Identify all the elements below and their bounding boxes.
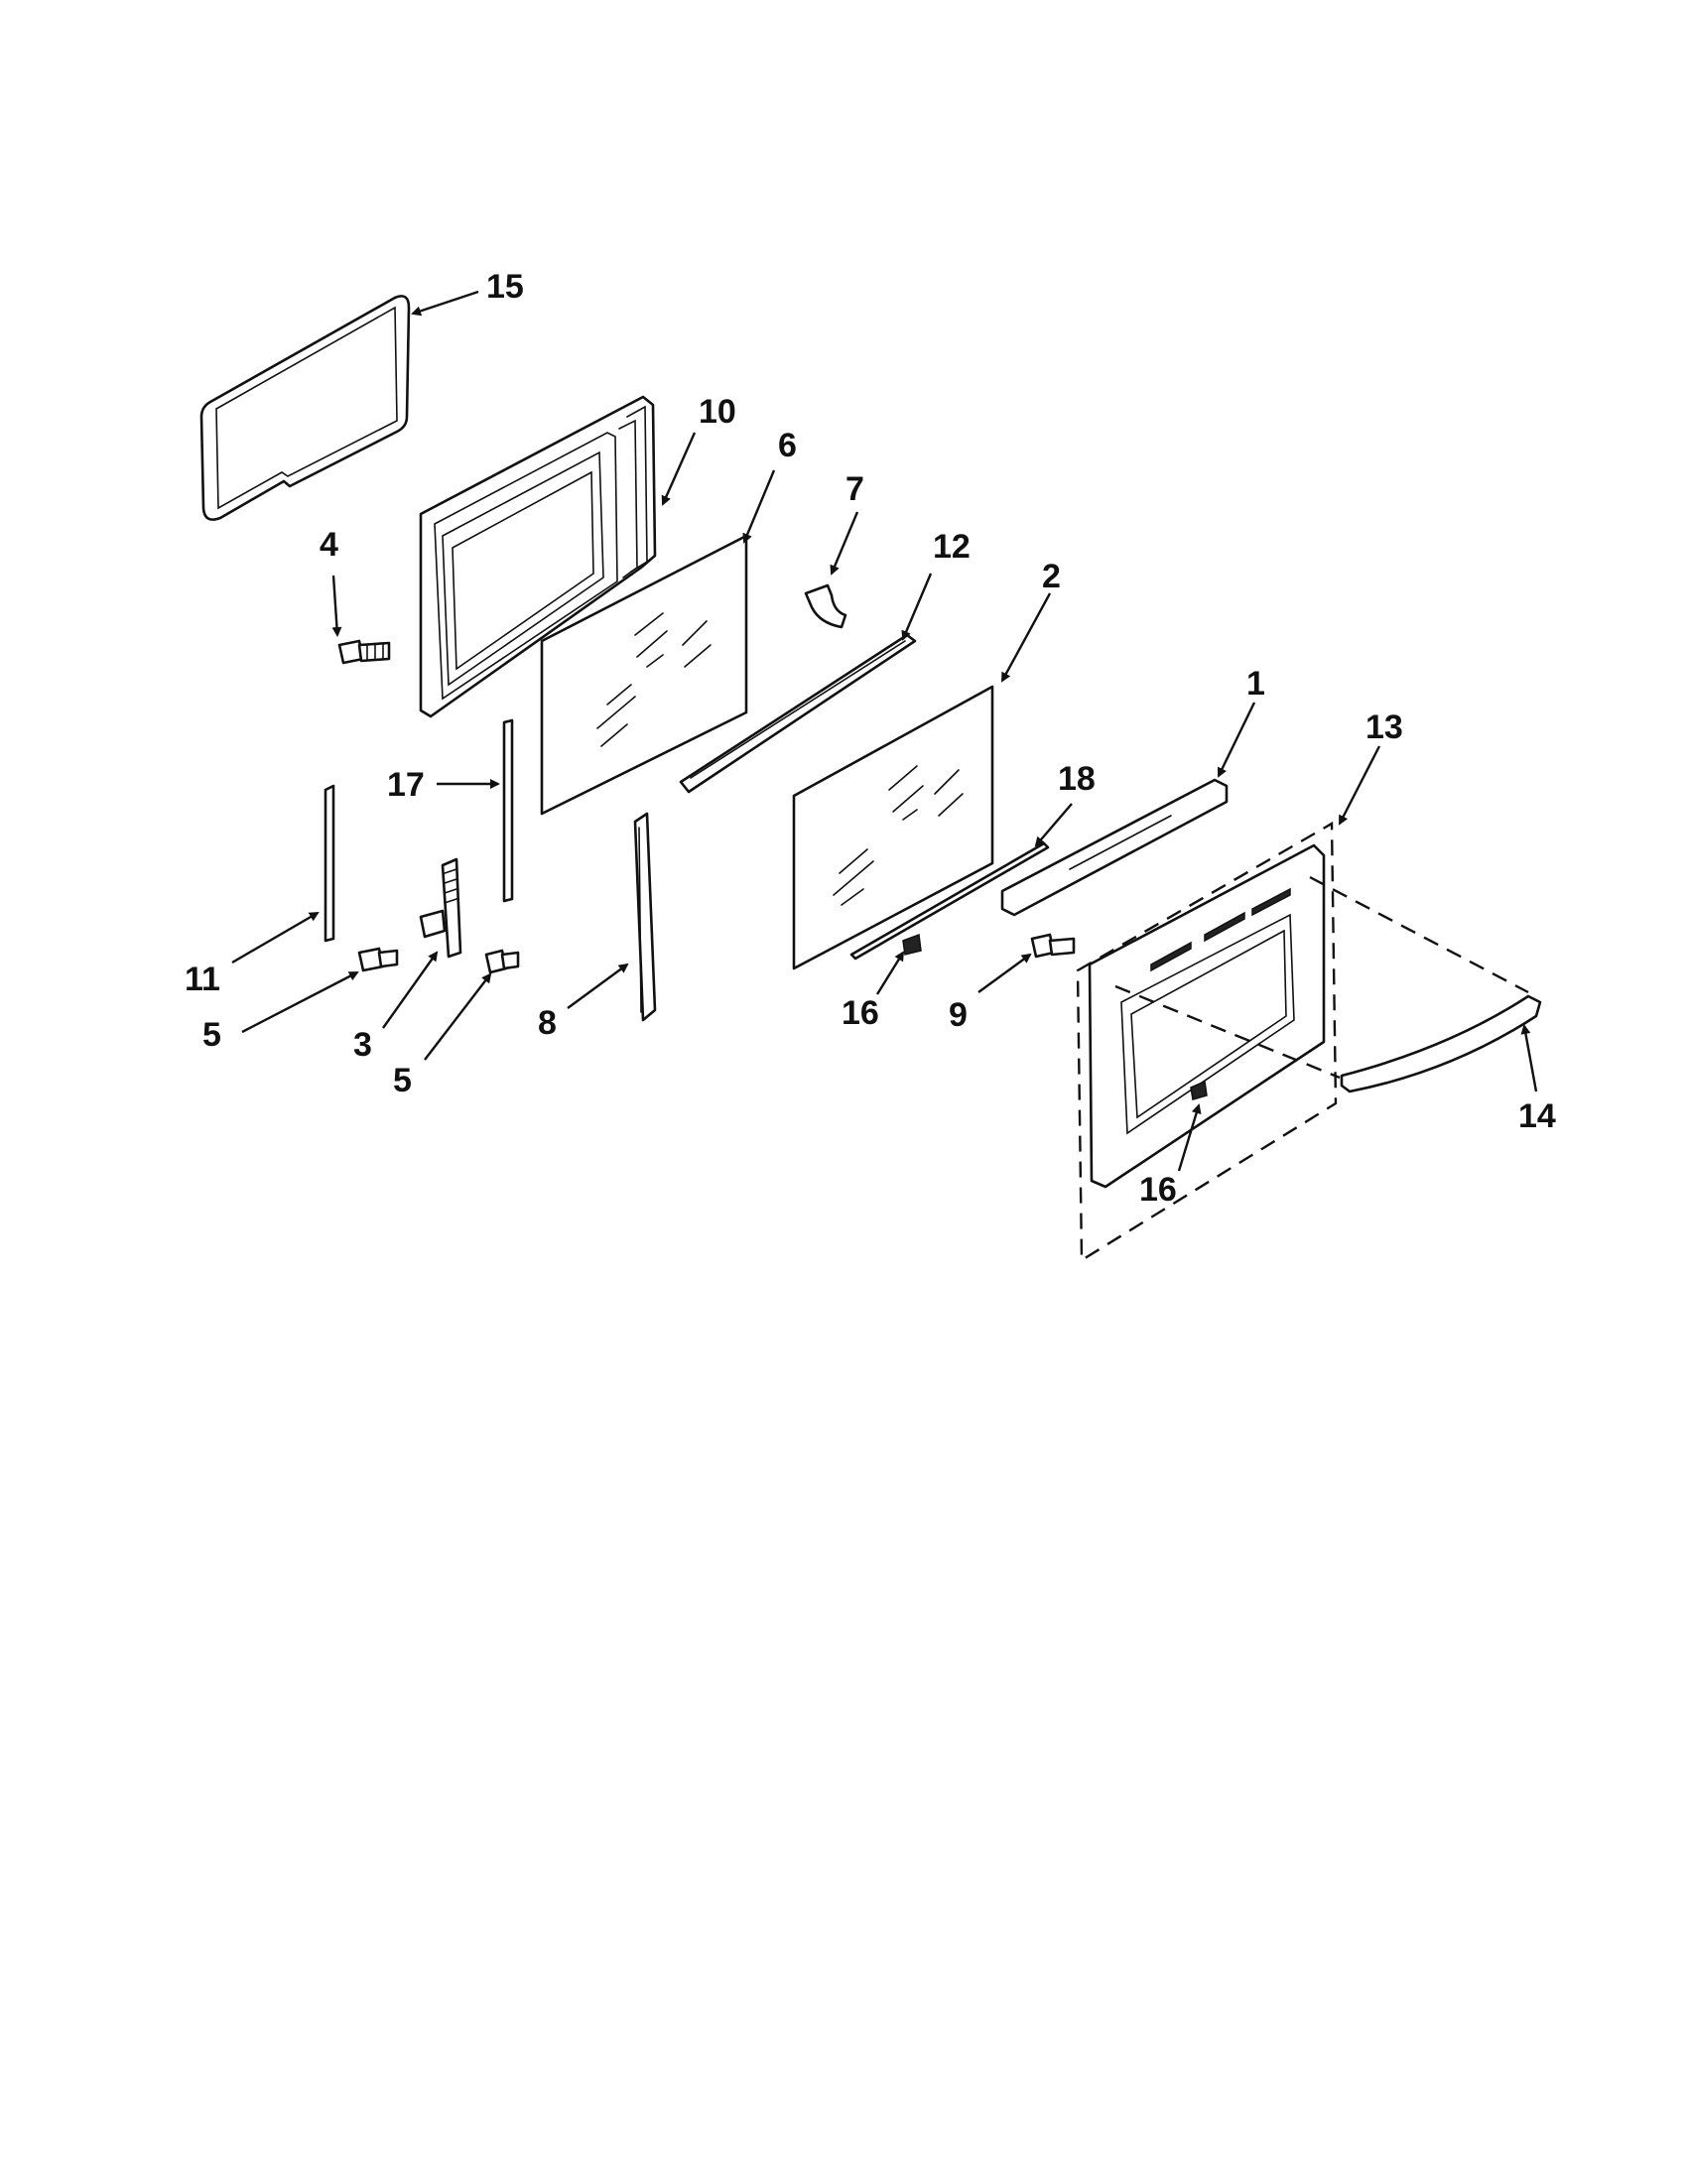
glass-clip xyxy=(804,583,847,629)
callout-18: 18 xyxy=(1058,760,1096,798)
callout-16-right: 16 xyxy=(1139,1171,1177,1209)
callout-2: 2 xyxy=(1042,558,1061,595)
callout-1: 1 xyxy=(1246,665,1265,703)
inner-door-panel xyxy=(419,395,657,718)
screw-5-right xyxy=(484,949,520,974)
glass-channel xyxy=(679,633,917,794)
screw-9 xyxy=(1030,933,1076,959)
hinge-bracket-strip xyxy=(324,784,335,943)
door-gasket xyxy=(199,295,411,521)
callout-15: 15 xyxy=(486,268,524,306)
leader-lines xyxy=(231,290,1538,1172)
glass-seal-strip xyxy=(849,841,1050,961)
outer-door-frame xyxy=(1088,843,1326,1189)
callout-4: 4 xyxy=(320,526,338,564)
glass-panel-inner xyxy=(540,534,748,816)
door-handle xyxy=(1340,994,1542,1093)
callout-5-right: 5 xyxy=(393,1062,412,1099)
assembly-box xyxy=(1076,821,1338,1263)
callout-10: 10 xyxy=(699,393,736,431)
callout-6: 6 xyxy=(778,427,797,464)
callout-8: 8 xyxy=(538,1004,557,1042)
callout-14: 14 xyxy=(1518,1097,1556,1135)
callout-16-left: 16 xyxy=(842,994,879,1032)
callout-3: 3 xyxy=(353,1026,372,1064)
handle-mount-line-upper xyxy=(1309,875,1529,994)
callout-7: 7 xyxy=(845,470,864,508)
callout-5-left: 5 xyxy=(202,1016,221,1054)
side-strip xyxy=(502,718,514,903)
callout-9: 9 xyxy=(949,996,968,1034)
callout-13: 13 xyxy=(1365,708,1403,746)
door-bumper xyxy=(902,933,922,956)
callout-17: 17 xyxy=(387,766,425,804)
hinge-assembly xyxy=(419,857,462,959)
callout-11: 11 xyxy=(185,961,220,998)
side-trim xyxy=(633,812,657,1022)
top-vent-trim xyxy=(1000,778,1229,917)
glass-panel-outer xyxy=(792,685,994,970)
screw-5-left xyxy=(357,947,399,972)
callout-12: 12 xyxy=(933,528,971,566)
screw-4 xyxy=(337,639,391,665)
handle-mount-line-lower xyxy=(1114,984,1341,1080)
